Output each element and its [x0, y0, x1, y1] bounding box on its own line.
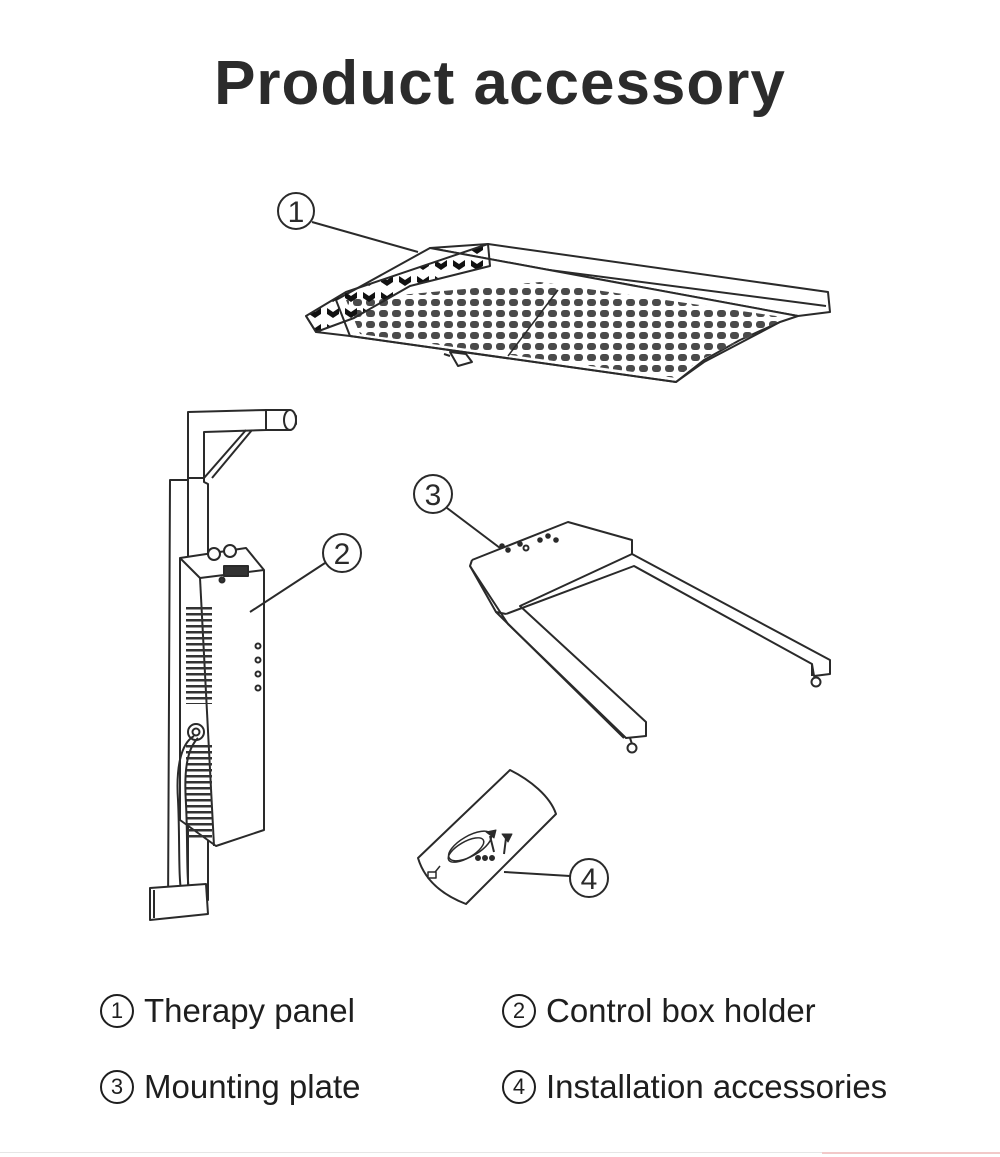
bottom-accent-line [822, 1152, 1000, 1154]
mounting-plate-drawing [469, 521, 831, 754]
legend-number-2: 2 [502, 994, 536, 1028]
callout-4-number: 4 [581, 863, 598, 896]
callout-2-circle [322, 533, 362, 573]
therapy-panel-drawing [305, 243, 831, 383]
legend-item-mounting-plate: 3 Mounting plate [100, 1068, 360, 1106]
legend-item-installation-accessories: 4 Installation accessories [502, 1068, 887, 1106]
page-title: Product accessory [214, 49, 786, 118]
callout-3-number: 3 [425, 479, 442, 512]
callout-3-leader [446, 507, 501, 549]
callout-2-number: 2 [334, 538, 351, 571]
legend-label: Mounting plate [144, 1068, 361, 1105]
legend-label: Control box holder [546, 992, 816, 1029]
callout-3-circle [413, 474, 453, 514]
callout-1-leader [311, 221, 419, 253]
callout-1-number: 1 [288, 196, 305, 229]
legend-item-control-box-holder: 2 Control box holder [502, 992, 816, 1030]
callout-1-circle [277, 192, 315, 230]
legend-label: Therapy panel [144, 992, 355, 1029]
callout-4-leader [503, 871, 571, 877]
legend-number-1: 1 [100, 994, 134, 1028]
bottom-divider [0, 1152, 1000, 1153]
legend-number-4: 4 [502, 1070, 536, 1104]
callout-4-circle [569, 858, 609, 898]
installation-accessories-drawing [417, 769, 557, 905]
legend-item-therapy-panel: 1 Therapy panel [100, 992, 355, 1030]
control-box-holder-drawing [149, 409, 297, 921]
callout-2-leader [249, 562, 326, 613]
legend-label: Installation accessories [546, 1068, 888, 1105]
legend-number-3: 3 [100, 1070, 134, 1104]
